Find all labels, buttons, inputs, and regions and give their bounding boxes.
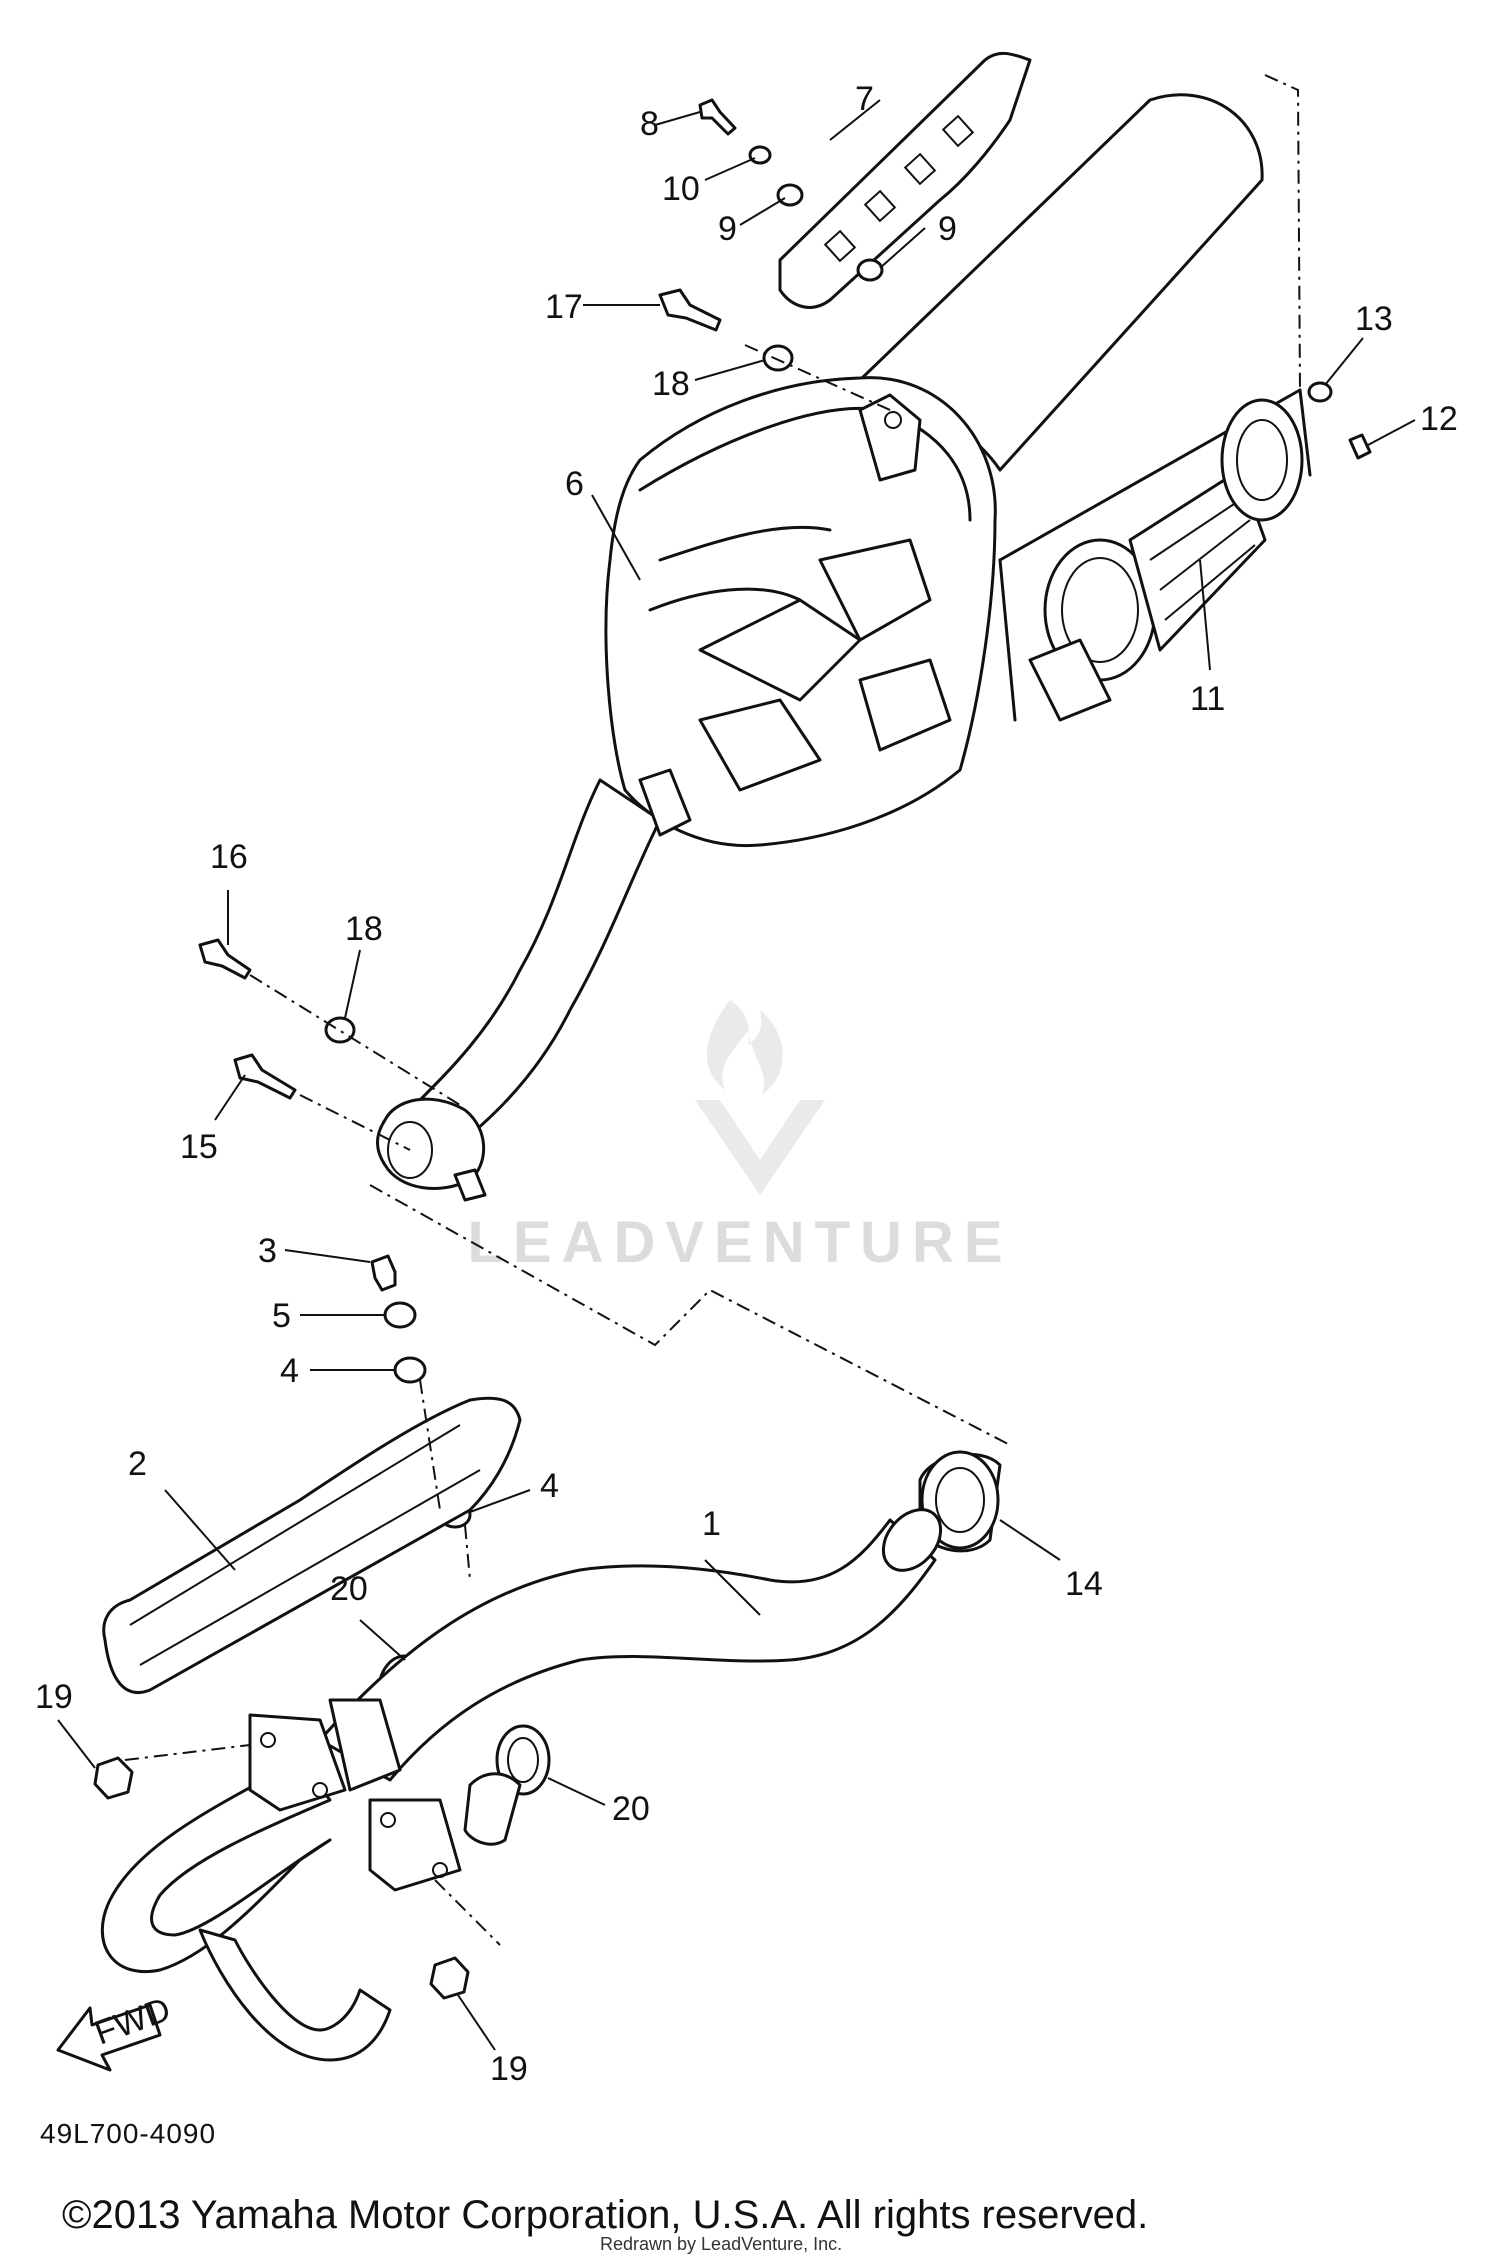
watermark-logo [695, 1000, 825, 1195]
callout-16: 16 [210, 838, 248, 876]
watermark-text: LEADVENTURE [467, 1210, 1012, 1275]
callout-20b: 20 [612, 1790, 650, 1828]
callout-11: 11 [1190, 680, 1225, 718]
callout-4b: 4 [540, 1467, 559, 1505]
callout-7: 7 [855, 80, 874, 118]
heat-protector-lower [102, 1396, 522, 1694]
callout-9b: 9 [938, 210, 957, 248]
redrawn-credit: Redrawn by LeadVenture, Inc. [600, 2234, 842, 2254]
forward-arrow-icon: FWD [56, 1990, 175, 2072]
callout-2: 2 [128, 1445, 147, 1483]
callout-5: 5 [272, 1297, 291, 1335]
callout-labels: 8 7 10 9 9 17 18 13 12 6 11 16 18 15 3 5… [35, 80, 1458, 2088]
callout-20a: 20 [330, 1570, 368, 1608]
callout-10: 10 [662, 170, 700, 208]
callout-12: 12 [1420, 400, 1458, 438]
callout-17: 17 [545, 288, 583, 326]
callout-8: 8 [640, 105, 659, 143]
callout-6: 6 [565, 465, 584, 503]
callout-13: 13 [1355, 300, 1393, 338]
callout-9a: 9 [718, 210, 737, 248]
callout-4a: 4 [280, 1352, 299, 1390]
callout-15: 15 [180, 1128, 218, 1166]
callout-18a: 18 [652, 365, 690, 403]
callout-14: 14 [1065, 1565, 1103, 1603]
spark-arrester [998, 388, 1312, 722]
exhaust-header [100, 1508, 943, 2062]
callout-1: 1 [702, 1505, 721, 1543]
leader-lines [57, 74, 1416, 2051]
heat-protector-upper [778, 51, 1032, 309]
diagram-code: 49L700-4090 [40, 2118, 216, 2149]
callout-19b: 19 [490, 2050, 528, 2088]
copyright-notice: ©2013 Yamaha Motor Corporation, U.S.A. A… [62, 2193, 1148, 2237]
callout-3: 3 [258, 1232, 277, 1270]
callout-19a: 19 [35, 1678, 73, 1716]
callout-18b: 18 [345, 910, 383, 948]
muffler-assembly [376, 93, 1264, 1202]
